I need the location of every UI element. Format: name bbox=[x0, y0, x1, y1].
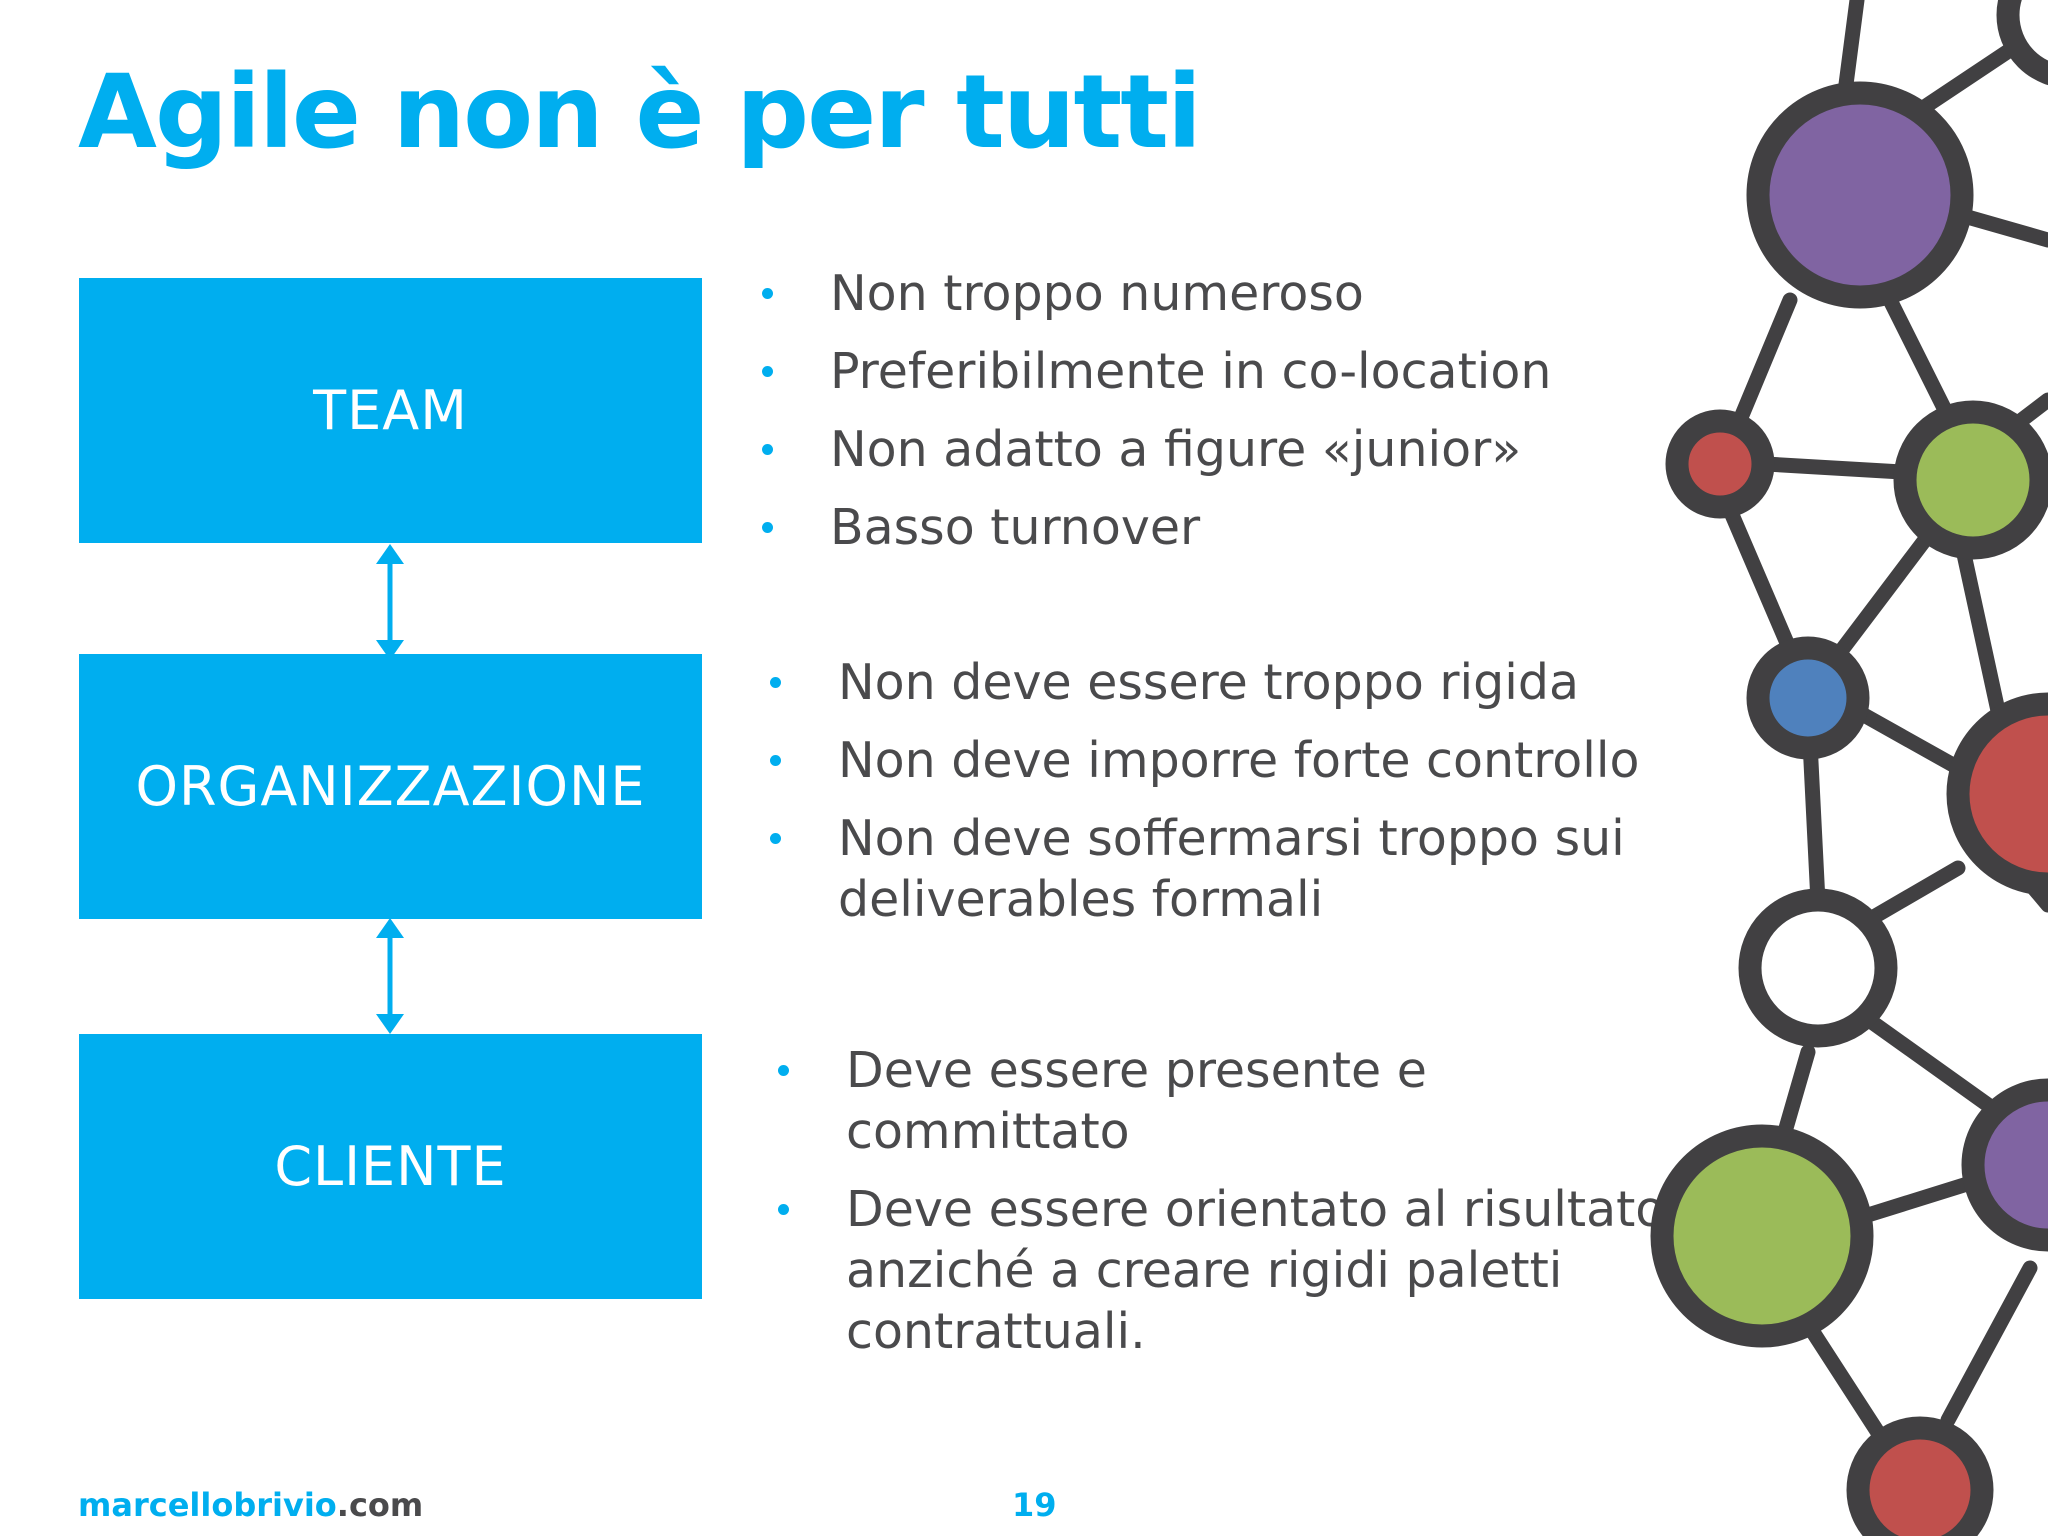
bullet-dot bbox=[762, 522, 773, 533]
footer-site-name: marcellobrivio bbox=[78, 1486, 337, 1524]
bullet-dot bbox=[770, 755, 781, 766]
cliente-label: CLIENTE bbox=[274, 1135, 507, 1198]
purple-node bbox=[1746, 81, 1974, 309]
team-organizzazione-arrow bbox=[376, 544, 404, 660]
list-item: Basso turnover bbox=[762, 497, 1662, 558]
bullet-dot bbox=[762, 366, 773, 377]
footer-website: marcellobrivio.com bbox=[78, 1486, 423, 1524]
cliente-box: CLIENTE bbox=[79, 1034, 702, 1299]
green-node bbox=[1650, 1124, 1874, 1348]
network-graphic bbox=[1650, 0, 2048, 1536]
organizzazione-bullet-list: Non deve essere troppo rigida Non deve i… bbox=[770, 652, 1670, 930]
bullet-dot bbox=[770, 833, 781, 844]
blue-node bbox=[1746, 636, 1870, 760]
green-node bbox=[1893, 400, 2048, 560]
red-node bbox=[1846, 1416, 1994, 1536]
cliente-bullet-list: Deve essere presente e committato Deve e… bbox=[778, 1040, 1698, 1362]
organizzazione-label: ORGANIZZAZIONE bbox=[135, 755, 646, 818]
list-item: Non deve essere troppo rigida bbox=[770, 652, 1670, 713]
bullet-dot bbox=[778, 1204, 789, 1215]
white-node bbox=[1738, 888, 1898, 1048]
list-item: Non adatto a figure «junior» bbox=[762, 419, 1662, 480]
bullet-dot bbox=[778, 1065, 789, 1076]
list-item: Non troppo numeroso bbox=[762, 263, 1662, 324]
red-node bbox=[1665, 409, 1775, 519]
slide-title: Agile non è per tutti bbox=[78, 53, 1202, 172]
team-box: TEAM bbox=[79, 278, 702, 543]
organizzazione-box: ORGANIZZAZIONE bbox=[79, 654, 702, 919]
white-node bbox=[1996, 0, 2048, 86]
bullet-dot bbox=[770, 677, 781, 688]
list-item: Non deve imporre forte controllo bbox=[770, 730, 1670, 791]
purple-node bbox=[1961, 1078, 2048, 1252]
team-bullet-list: Non troppo numeroso Preferibilmente in c… bbox=[762, 263, 1662, 558]
page-number: 19 bbox=[1012, 1486, 1057, 1524]
organizzazione-cliente-arrow bbox=[376, 918, 404, 1034]
bullet-dot bbox=[762, 288, 773, 299]
team-label: TEAM bbox=[313, 379, 468, 442]
list-item: Deve essere presente e committato bbox=[778, 1040, 1698, 1162]
footer-site-tld: .com bbox=[336, 1486, 424, 1524]
list-item: Non deve soffermarsi troppo sui delivera… bbox=[770, 808, 1670, 930]
list-item: Deve essere orientato al risultato anzic… bbox=[778, 1179, 1698, 1362]
network-nodes bbox=[1650, 0, 2048, 1536]
red-node bbox=[1946, 692, 2048, 896]
bullet-dot bbox=[762, 444, 773, 455]
list-item: Preferibilmente in co-location bbox=[762, 341, 1662, 402]
